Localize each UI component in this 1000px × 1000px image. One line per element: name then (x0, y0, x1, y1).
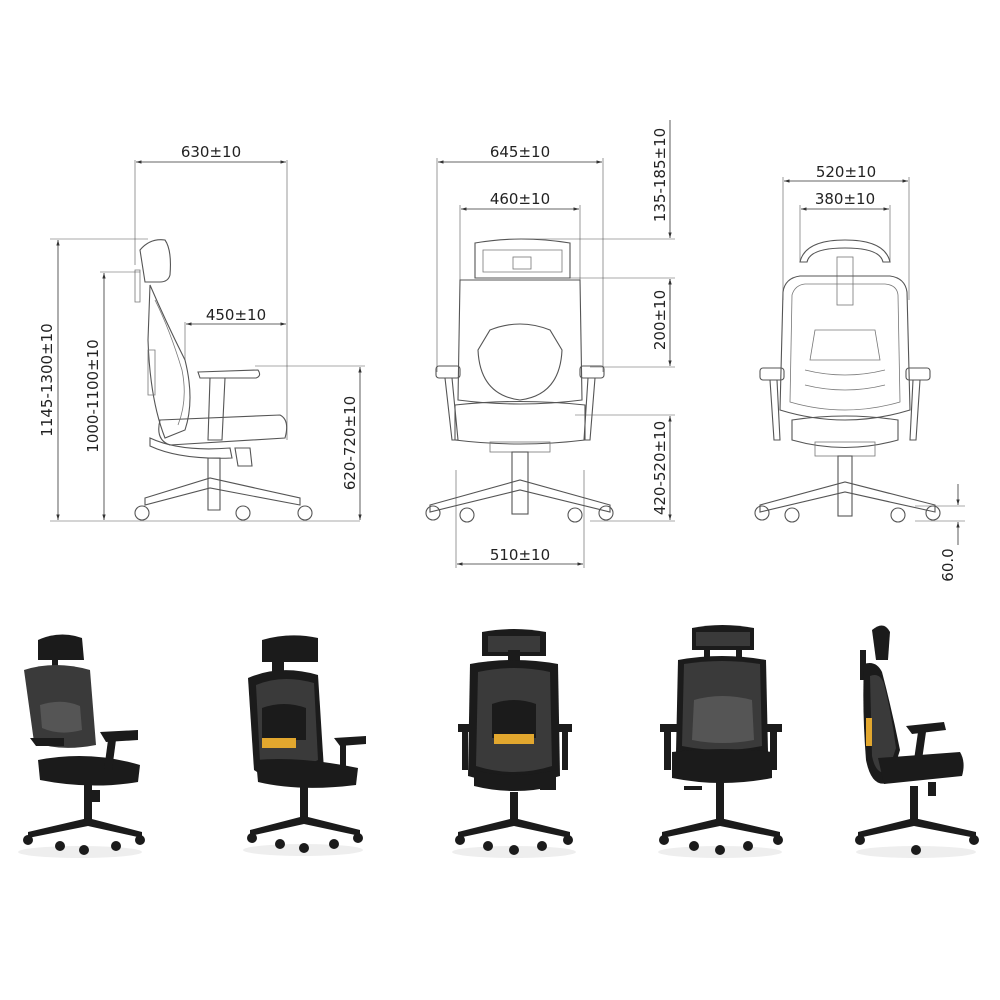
front-overall-width-label: 645±10 (490, 143, 550, 161)
front-headrest-adjust-label: 135-185±10 (651, 128, 669, 222)
chair-photo-front-left (18, 634, 145, 858)
front-base-width-label: 510±10 (490, 546, 550, 564)
side-total-height-label: 1145-1300±10 (38, 323, 56, 436)
side-seat-depth-label: 450±10 (206, 306, 266, 324)
side-armrest-height-label: 620-720±10 (341, 396, 359, 490)
side-view-drawing (50, 160, 365, 522)
front-seat-height-label: 420-520±10 (651, 421, 669, 515)
back-inner-width-label: 380±10 (815, 190, 875, 208)
back-caster-height-label: 60.0 (939, 548, 957, 581)
chair-photo-side (855, 625, 979, 858)
back-view-drawing (754, 177, 965, 545)
chair-photo-rear (452, 629, 576, 858)
front-view-drawing (425, 120, 675, 568)
chair-photo-rear-left (243, 635, 366, 856)
chair-photo-front (658, 625, 783, 858)
back-outer-width-label: 520±10 (816, 163, 876, 181)
side-overall-depth-label: 630±10 (181, 143, 241, 161)
front-backrest-width-label: 460±10 (490, 190, 550, 208)
side-height-without-headrest-label: 1000-1100±10 (84, 339, 102, 452)
front-lumbar-adjust-label: 200±10 (651, 290, 669, 350)
